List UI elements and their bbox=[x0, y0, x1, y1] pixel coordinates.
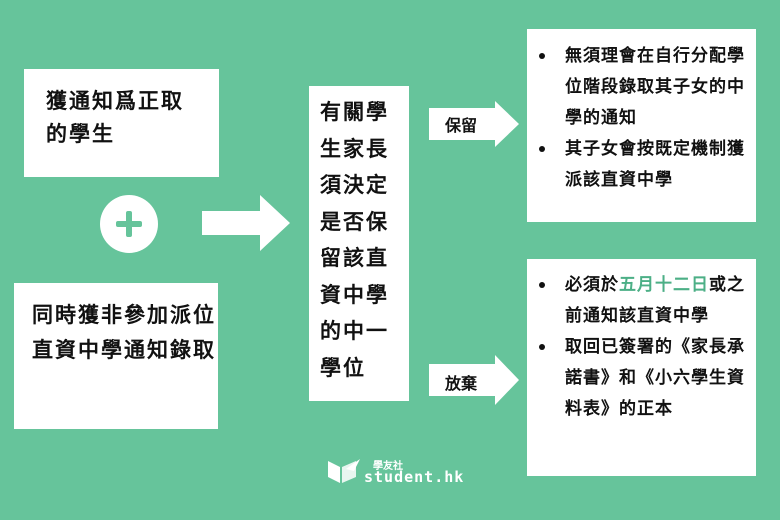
drop-label: 放棄 bbox=[444, 374, 477, 393]
keep-item: 其子女會按既定機制獲派該直資中學 bbox=[537, 134, 750, 196]
keep-label: 保留 bbox=[444, 116, 477, 135]
dss-offer-box: 同時獲非參加派位直資中學通知錄取 bbox=[14, 283, 218, 429]
notice-text: 獲通知爲正取的學生 bbox=[46, 89, 184, 146]
drop-item-post: 或之前通知該直資中學 bbox=[565, 275, 745, 326]
drop-result-box: 必須於五月十二日或之前通知該直資中學 取回已簽署的《家長承諾書》和《小六學生資料… bbox=[527, 259, 756, 476]
drop-item-pre: 必須於 bbox=[565, 275, 619, 295]
keep-item: 無須理會在自行分配學位階段錄取其子女的中學的通知 bbox=[537, 41, 750, 134]
logo-en-text: student.hk bbox=[364, 468, 465, 486]
drop-arrow-icon bbox=[429, 355, 519, 405]
drop-item-text: 取回已簽署的《家長承諾書》和《小六學生資料表》的正本 bbox=[565, 337, 745, 419]
drop-item: 取回已簽署的《家長承諾書》和《小六學生資料表》的正本 bbox=[537, 332, 750, 425]
keep-arrow: 保留 bbox=[429, 101, 521, 151]
decision-text: 有關學生家長須決定是否保留該直資中學的中一學位 bbox=[320, 100, 389, 380]
notice-box: 獲通知爲正取的學生 bbox=[24, 69, 219, 177]
keep-item-text: 其子女會按既定機制獲派該直資中學 bbox=[565, 139, 745, 190]
drop-item: 必須於五月十二日或之前通知該直資中學 bbox=[537, 270, 750, 332]
keep-item-text: 無須理會在自行分配學位階段錄取其子女的中學的通知 bbox=[565, 46, 745, 128]
keep-arrow-icon bbox=[429, 101, 519, 147]
dss-offer-text: 同時獲非參加派位直資中學通知錄取 bbox=[32, 303, 216, 362]
right-arrow-icon bbox=[202, 195, 290, 251]
deadline-date: 五月十二日 bbox=[619, 275, 709, 295]
keep-result-box: 無須理會在自行分配學位階段錄取其子女的中學的通知 其子女會按既定機制獲派該直資中… bbox=[527, 29, 756, 222]
logo-icon bbox=[328, 459, 360, 483]
decision-box: 有關學生家長須決定是否保留該直資中學的中一學位 bbox=[309, 86, 409, 401]
drop-arrow: 放棄 bbox=[429, 355, 521, 409]
plus-icon bbox=[100, 195, 158, 253]
student-hk-logo: 學友社 student.hk bbox=[326, 455, 466, 495]
logo-cn-text: 學友社 bbox=[373, 461, 403, 472]
